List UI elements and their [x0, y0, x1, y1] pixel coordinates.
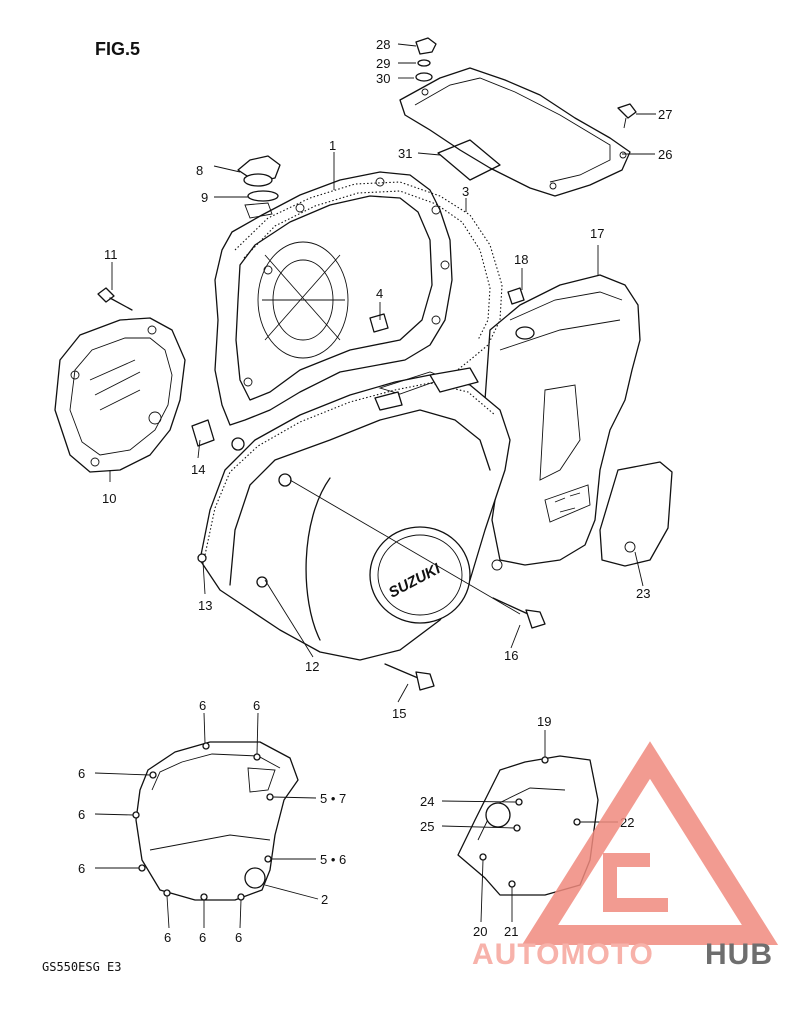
- callout-25: 25: [420, 819, 434, 834]
- callout-19: 19: [537, 714, 551, 729]
- callout-18: 18: [514, 252, 528, 267]
- callout-31: 31: [398, 146, 412, 161]
- callout-28: 28: [376, 37, 390, 52]
- footer-code: GS550ESG E3: [42, 960, 121, 974]
- callout-15: 15: [392, 706, 406, 721]
- gasket-3: [234, 181, 503, 399]
- callout-12: 12: [305, 659, 319, 674]
- callout-10: 10: [102, 491, 116, 506]
- callout-6: 6: [253, 698, 260, 713]
- watermark-text-automoto: AUTOMOTO: [472, 938, 654, 971]
- callout-21: 21: [504, 924, 518, 939]
- callout-11: 11: [104, 247, 118, 262]
- callout-9: 9: [201, 190, 208, 205]
- clutch-cover-12: SUZUKI: [197, 367, 511, 661]
- callout-26: 26: [658, 147, 672, 162]
- callout-4: 4: [376, 286, 383, 301]
- top-cover-26: [399, 67, 631, 197]
- callout-20: 20: [473, 924, 487, 939]
- callout-3: 3: [462, 184, 469, 199]
- callout-6: 6: [78, 861, 85, 876]
- leader-lines: [94, 43, 656, 929]
- watermark-text-hub: HUB: [705, 938, 773, 971]
- callout-labels: 1 2 3 4 6 6 6 6 6 6 6 6 5 • 7 5 • 6 8 9 …: [78, 37, 672, 945]
- callout-5-7: 5 • 7: [320, 791, 346, 806]
- callout-6: 6: [164, 930, 171, 945]
- callout-6: 6: [78, 807, 85, 822]
- callout-6: 6: [199, 930, 206, 945]
- watermark-logo: AUTOMOTO HUB: [472, 741, 779, 971]
- callout-14: 14: [191, 462, 205, 477]
- callout-17: 17: [590, 226, 604, 241]
- callout-16: 16: [504, 648, 518, 663]
- callout-13: 13: [198, 598, 212, 613]
- callout-29: 29: [376, 56, 390, 71]
- hardware: [97, 37, 673, 691]
- crankcase-cover-1: [214, 171, 453, 426]
- callout-5-6: 5 • 6: [320, 852, 346, 867]
- cover-10: [54, 317, 186, 473]
- callout-6: 6: [199, 698, 206, 713]
- callout-24: 24: [420, 794, 434, 809]
- cover-2: [132, 741, 299, 901]
- callout-23: 23: [636, 586, 650, 601]
- callout-1: 1: [329, 138, 336, 153]
- callout-6: 6: [78, 766, 85, 781]
- callout-6: 6: [235, 930, 242, 945]
- callout-30: 30: [376, 71, 390, 86]
- callout-2: 2: [321, 892, 328, 907]
- cover-19: [457, 755, 599, 896]
- callout-27: 27: [658, 107, 672, 122]
- callout-8: 8: [196, 163, 203, 178]
- triangle-logo-icon: [521, 741, 779, 945]
- figure-title: FIG.5: [95, 39, 140, 59]
